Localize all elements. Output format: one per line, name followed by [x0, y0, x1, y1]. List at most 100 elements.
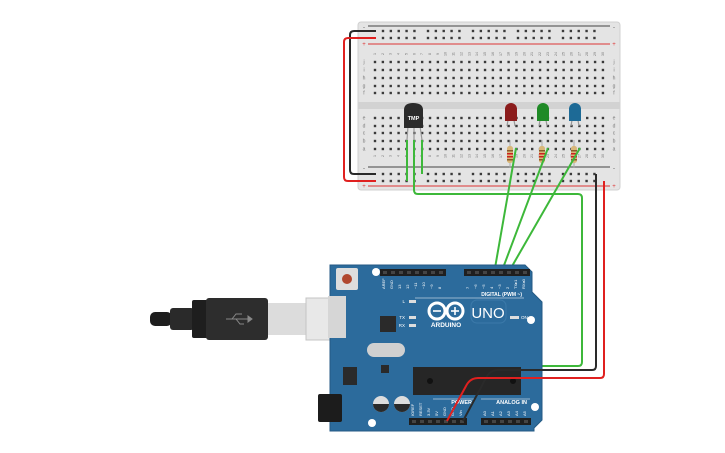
led-red[interactable] — [505, 103, 517, 127]
header-pin[interactable] — [407, 271, 411, 274]
column-number: 14 — [475, 52, 479, 56]
rail-minus-label: - — [363, 166, 365, 172]
wire-black-rail-jumper[interactable] — [349, 30, 376, 175]
row-letter: f — [613, 91, 615, 97]
header-pin[interactable] — [444, 420, 448, 423]
pin-label: GND — [442, 407, 447, 416]
header-pin[interactable] — [524, 420, 528, 423]
row-letter: i — [613, 68, 614, 74]
column-number: 30 — [601, 52, 605, 56]
header-pin[interactable] — [491, 271, 495, 274]
header-pin[interactable] — [383, 271, 387, 274]
wire-green-led-green-to-pin3[interactable] — [502, 147, 549, 269]
header-pin[interactable] — [431, 271, 435, 274]
column-number: 21 — [530, 52, 534, 56]
temperature-sensor[interactable]: TMP — [404, 103, 423, 141]
pin-label: A3 — [506, 410, 511, 416]
breadboard[interactable]: 1122334455667788991010111112121313141415… — [357, 21, 621, 191]
wire-green-led-red-to-pin4[interactable] — [494, 147, 517, 269]
pin-label: A4 — [514, 410, 519, 416]
pin-label: A5 — [522, 410, 527, 416]
header-pin[interactable] — [500, 420, 504, 423]
row-letter: j — [612, 60, 614, 66]
pin-label: RX◂0 — [521, 278, 526, 289]
mount-hole — [531, 403, 539, 411]
pin-label: 4 — [489, 286, 494, 289]
led-blue[interactable] — [569, 103, 581, 127]
column-number: 19 — [514, 52, 518, 56]
header-pin[interactable] — [412, 420, 416, 423]
row-letter: e — [363, 116, 366, 122]
column-number: 20 — [522, 154, 526, 158]
column-number: 4 — [397, 53, 401, 55]
led-on-label: ON — [521, 315, 528, 320]
rail-minus-label: - — [613, 166, 615, 172]
rail-plus-label: + — [612, 42, 616, 48]
row-letter: j — [362, 60, 364, 66]
column-number: 29 — [593, 52, 597, 56]
reset-button-cap[interactable] — [342, 274, 352, 284]
row-letter: d — [613, 124, 616, 130]
wire-green-led-blue-to-pin2[interactable] — [510, 147, 581, 269]
header-pin[interactable] — [428, 420, 432, 423]
header-pin[interactable] — [452, 420, 456, 423]
sensor-label: TMP — [408, 116, 420, 122]
header-pin[interactable] — [420, 420, 424, 423]
pin-label: ~6 — [473, 284, 478, 289]
row-letter: c — [613, 131, 616, 137]
column-number: 27 — [577, 52, 581, 56]
pin-label: Vin — [458, 410, 463, 416]
pin-label: 3.3V — [426, 407, 431, 416]
power-jack[interactable] — [318, 394, 342, 422]
rail-plus-label: + — [362, 42, 366, 48]
header-pin[interactable] — [460, 420, 464, 423]
row-letter: f — [363, 91, 365, 97]
column-number: 29 — [593, 154, 597, 158]
pin-label: RESET — [418, 402, 423, 416]
header-pin[interactable] — [467, 271, 471, 274]
pin-label: 2 — [505, 286, 510, 289]
usb-port — [328, 296, 346, 338]
column-number: 18 — [507, 52, 511, 56]
header-pin[interactable] — [391, 271, 395, 274]
row-letter: b — [363, 139, 366, 145]
wire-black-gnd[interactable] — [462, 174, 597, 422]
row-letter: c — [363, 131, 366, 137]
header-pin[interactable] — [492, 420, 496, 423]
wire-red-rail-jumper[interactable] — [343, 37, 376, 182]
usb-cable[interactable] — [150, 297, 345, 341]
header-pin[interactable] — [483, 271, 487, 274]
header-pin[interactable] — [523, 271, 527, 274]
header-pin[interactable] — [399, 271, 403, 274]
header-pin[interactable] — [423, 271, 427, 274]
pin-label: 5V — [434, 411, 439, 416]
column-number: 11 — [452, 52, 456, 56]
rail-minus-label: - — [363, 25, 365, 31]
header-pin[interactable] — [516, 420, 520, 423]
voltage-regulator — [343, 367, 357, 385]
mount-hole — [527, 316, 535, 324]
pin-label: ~10 — [421, 281, 426, 289]
header-pin[interactable] — [415, 271, 419, 274]
column-number: 20 — [522, 52, 526, 56]
resistor[interactable] — [507, 140, 513, 168]
wire-red-5v[interactable] — [446, 181, 605, 422]
header-pin[interactable] — [439, 271, 443, 274]
rail-plus-label: + — [612, 184, 616, 190]
header-pin[interactable] — [507, 271, 511, 274]
column-number: 30 — [601, 154, 605, 158]
led-green[interactable] — [537, 103, 549, 127]
header-pin[interactable] — [475, 271, 479, 274]
header-pin[interactable] — [515, 271, 519, 274]
analog-header-label: ANALOG IN — [496, 400, 527, 406]
header-pin[interactable] — [499, 271, 503, 274]
pin-label: ~3 — [497, 284, 502, 289]
column-number: 28 — [585, 52, 589, 56]
header-pin[interactable] — [484, 420, 488, 423]
header-pin[interactable] — [508, 420, 512, 423]
header-pin[interactable] — [436, 420, 440, 423]
column-number: 9 — [436, 53, 440, 55]
pin-label: ~5 — [481, 284, 486, 289]
